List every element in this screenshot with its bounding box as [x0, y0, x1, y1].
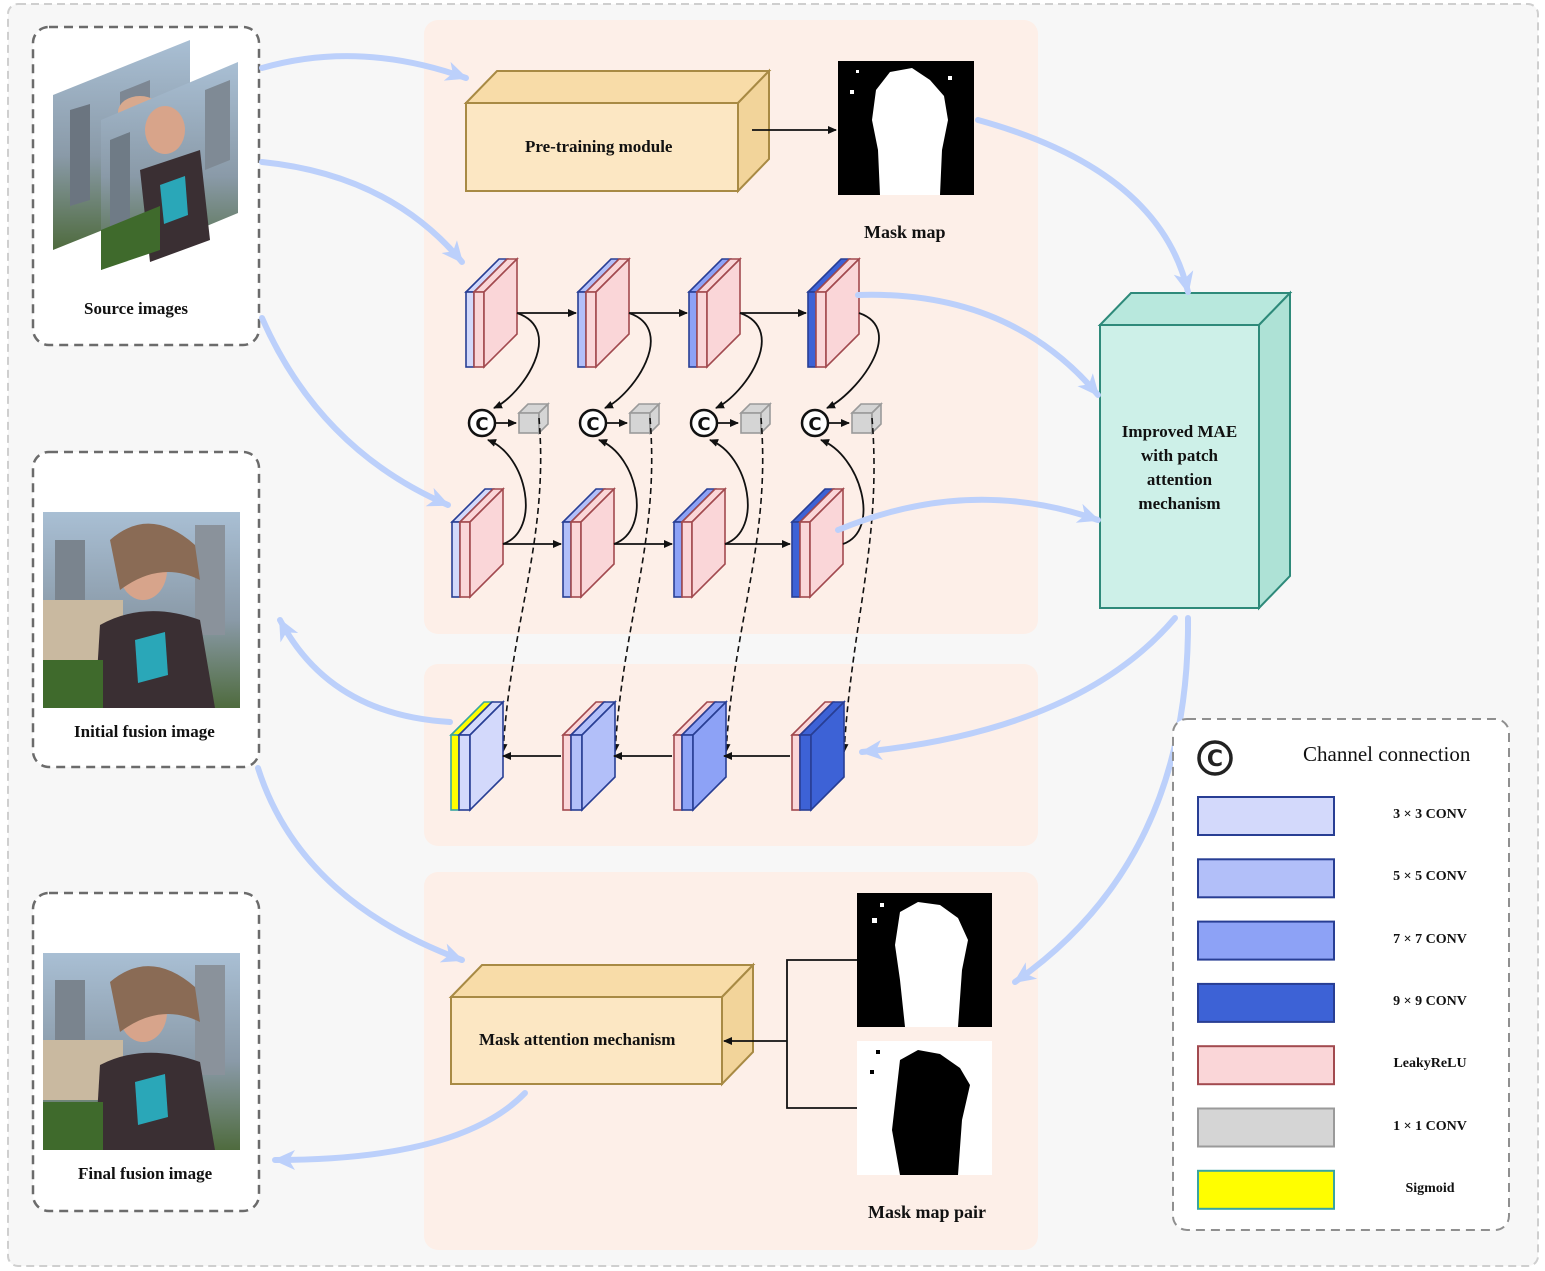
encoder-bottom-block-4	[790, 487, 845, 599]
legend-label-3: 7 × 7 CONV	[1393, 931, 1467, 947]
flow-encoder-bottom-to-mae	[835, 496, 1101, 533]
svg-text:C: C	[697, 414, 710, 435]
skip-curve-bottom-1	[487, 439, 527, 545]
mask-map-pair-image-2	[857, 1041, 992, 1175]
skip-dashed-line-4	[840, 417, 875, 753]
legend-swatch-2	[1197, 858, 1335, 899]
encoder-top-block-3	[687, 257, 742, 369]
skip-curve-bottom-4	[820, 439, 865, 545]
legend-swatch-5	[1197, 1045, 1335, 1086]
mask-map-pair-label: Mask map pair	[868, 1202, 987, 1222]
flow-mae-to-mask-pair	[1012, 615, 1192, 985]
encoder-top-block-4	[806, 257, 861, 369]
legend-label-4: 9 × 9 CONV	[1393, 993, 1467, 1009]
decoder-block-1	[449, 700, 505, 812]
skip-curve-top-3	[715, 312, 763, 409]
improved-mae-label-line1: Improved MAE	[1121, 422, 1238, 441]
legend-swatch-3	[1197, 920, 1335, 961]
flow-source-to-encoder-top	[259, 159, 465, 265]
legend-label-1: 3 × 3 CONV	[1393, 807, 1467, 822]
legend-swatch-7	[1197, 1169, 1335, 1210]
encoder-top-block-2	[576, 257, 631, 369]
encoder-top-block-1	[464, 257, 519, 369]
flow-decoder-to-initial	[277, 617, 453, 725]
legend-swatch-6	[1197, 1107, 1335, 1148]
skip-curve-bottom-3	[709, 439, 749, 545]
conv1x1-block-3	[739, 402, 772, 435]
final-fusion-image-label: Final fusion image	[78, 1164, 213, 1183]
skip-dashed-line-3	[722, 417, 764, 753]
mask-pair-bracket	[786, 959, 857, 1109]
skip-dashed-line-2	[611, 417, 653, 753]
legend-box	[1172, 718, 1510, 1231]
svg-text:C: C	[808, 414, 821, 435]
encoder-bottom-block-1	[450, 487, 505, 599]
skip-dashed-line-1	[499, 417, 542, 753]
channel-connection-icon: C	[689, 408, 719, 438]
legend-title: Channel connection	[1303, 742, 1471, 766]
encoder-bottom-block-2	[561, 487, 616, 599]
legend-swatch-1	[1197, 796, 1335, 836]
encoder-bottom-block-3	[672, 487, 727, 599]
decoder-block-4	[790, 700, 846, 812]
source-images-label: Source images	[84, 299, 189, 318]
mask-attention-mechanism-label: Mask attention mechanism	[479, 1030, 676, 1049]
legend-swatch-4	[1197, 982, 1335, 1023]
conv1x1-block-1	[517, 402, 550, 435]
mask-map-image	[838, 61, 974, 195]
mask-map-label: Mask map	[864, 222, 946, 242]
legend-label-7: Sigmoid	[1405, 1180, 1455, 1196]
flow-initial-to-attention	[255, 765, 465, 963]
svg-text:C: C	[1207, 747, 1223, 772]
improved-mae-label-line2: with patch	[1141, 446, 1218, 465]
legend-channel-connection-icon: C	[1197, 740, 1233, 776]
channel-connection-icon: C	[578, 408, 608, 438]
source-image-front	[101, 62, 238, 270]
legend-label-6: 1 × 1 CONV	[1393, 1118, 1467, 1134]
initial-fusion-image-label: Initial fusion image	[74, 722, 215, 741]
svg-text:C: C	[475, 414, 488, 435]
flow-source-to-encoder-bottom	[259, 315, 451, 508]
flow-source-to-pretraining	[259, 53, 469, 81]
improved-mae-label-line3: attention	[1146, 470, 1213, 489]
flow-mae-to-decoder	[859, 615, 1178, 760]
conv1x1-block-2	[628, 402, 661, 435]
improved-mae-box	[1097, 290, 1293, 611]
mask-map-pair-image-1	[857, 893, 992, 1027]
pretraining-module-box	[463, 68, 772, 194]
flow-encoder-top-to-mae	[855, 291, 1101, 398]
improved-mae-label-line4: mechanism	[1138, 494, 1221, 513]
flow-mask-to-mae	[975, 117, 1194, 295]
skip-curve-top-2	[604, 312, 652, 409]
channel-connection-icon: C	[800, 408, 830, 438]
pretraining-module-label: Pre-training module	[525, 137, 673, 156]
final-fusion-image	[43, 953, 240, 1150]
improved-mae-label: Improved MAE with patch attention mechan…	[1100, 420, 1259, 516]
legend-swatches	[1197, 796, 1335, 1210]
flow-arrows	[255, 53, 1194, 1170]
legend-label-2: 5 × 5 CONV	[1393, 869, 1467, 885]
channel-connection-icon: C	[467, 408, 497, 438]
skip-curve-top-4	[826, 312, 880, 409]
mask-attention-box	[448, 962, 756, 1087]
decoder-block-2	[561, 700, 617, 812]
skip-curve-bottom-2	[598, 439, 638, 545]
decoder-panel	[424, 664, 1038, 846]
flow-attention-to-final	[272, 1090, 528, 1170]
conv1x1-block-4	[850, 402, 883, 435]
initial-fusion-image	[43, 512, 240, 708]
skip-curve-top-1	[493, 312, 540, 409]
svg-text:C: C	[586, 414, 599, 435]
legend-label-5: LeakyReLU	[1393, 1056, 1467, 1072]
decoder-block-3	[672, 700, 728, 812]
